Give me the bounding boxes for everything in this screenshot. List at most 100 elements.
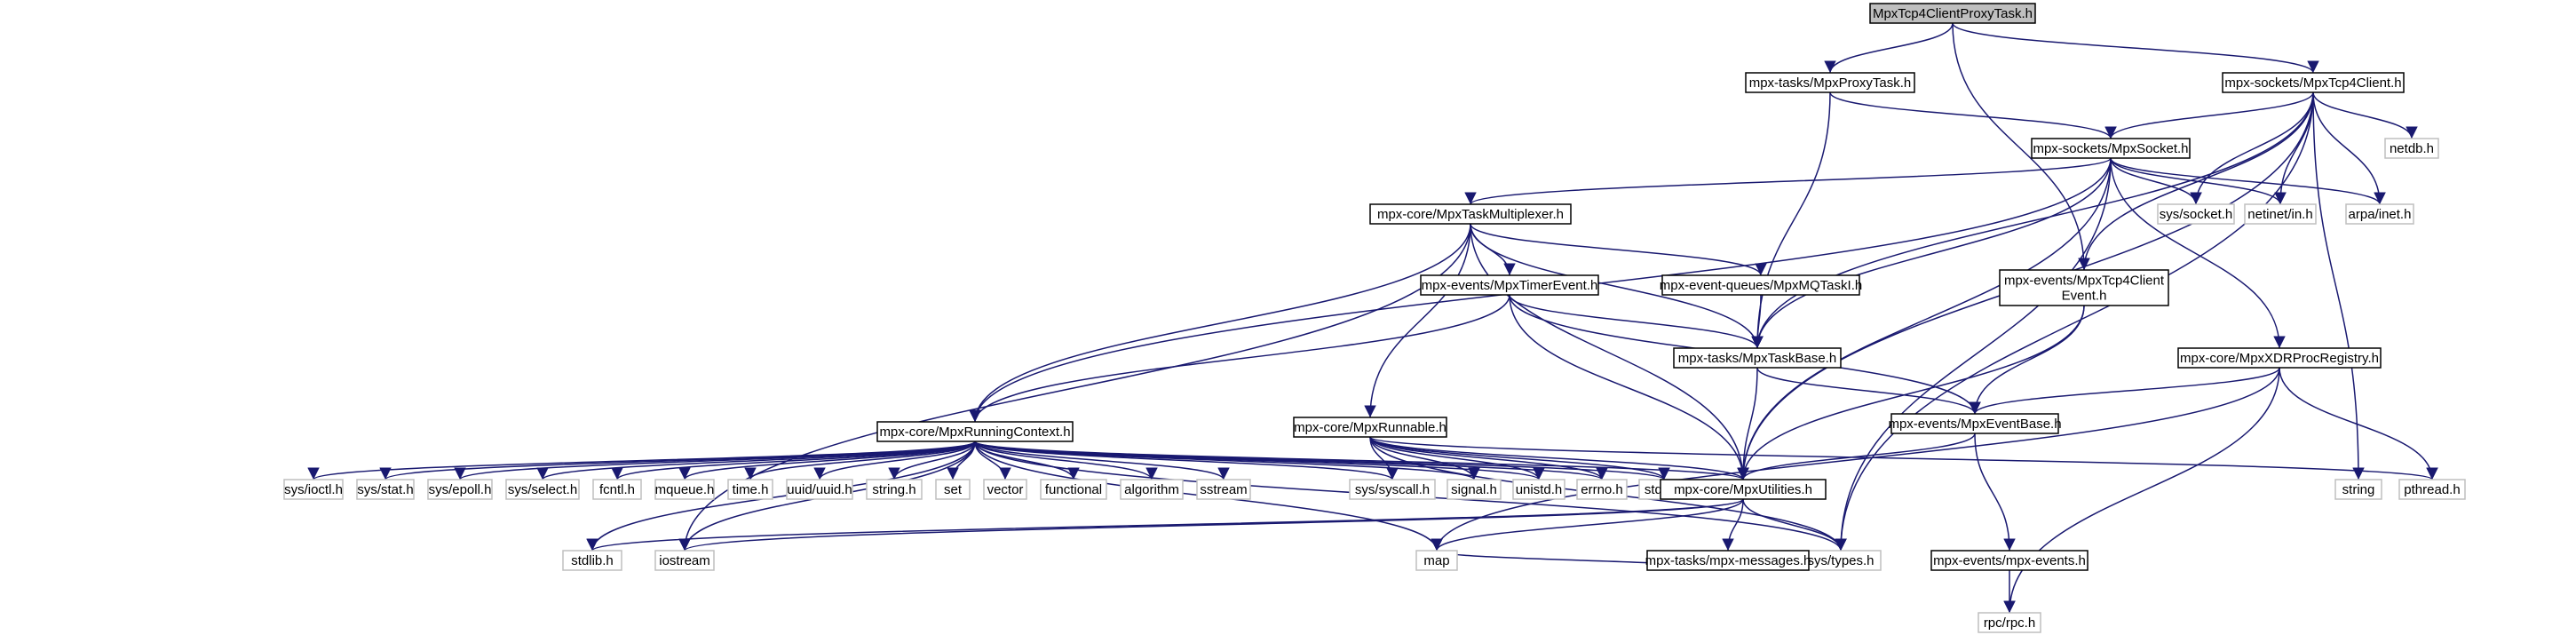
- edge-utilities-to-messages: [1722, 498, 1744, 552]
- edge-taskbase-to-eventbase: [1756, 367, 1981, 415]
- edge-tcp4client-to-taskbase: [1751, 91, 2314, 349]
- node-events[interactable]: mpx-events/mpx-events.h: [1930, 550, 2089, 571]
- node-box: [1646, 550, 1810, 571]
- edge-runningctx-to-stdlib: [586, 441, 976, 552]
- node-sysstat: sys/stat.h: [356, 479, 415, 500]
- node-map: map: [1415, 550, 1458, 571]
- node-label-line-2: Event.h: [2062, 289, 2107, 304]
- node-label: sys/stat.h: [357, 482, 413, 497]
- node-runnable[interactable]: mpx-core/MpxRunnable.h: [1293, 417, 1447, 438]
- node-label: mpx-event-queues/MpxMQTaskI.h: [1660, 278, 1862, 293]
- edge-runnable-to-syssyscall: [1369, 436, 1399, 480]
- edge-runnable-to-utilities: [1369, 436, 1749, 480]
- node-box: [1576, 479, 1628, 500]
- node-label: signal.h: [1451, 482, 1497, 497]
- node-box: [1293, 417, 1447, 438]
- node-socket[interactable]: mpx-sockets/MpxSocket.h: [2031, 138, 2191, 159]
- edge-root-to-tcp4client: [1952, 22, 2319, 74]
- node-label: map: [1423, 553, 1449, 568]
- edge-runningctx-to-sysselect: [536, 441, 976, 480]
- node-mqtaski[interactable]: mpx-event-queues/MpxMQTaskI.h: [1660, 274, 1862, 296]
- node-xdrproc[interactable]: mpx-core/MpxXDRProcRegistry.h: [2177, 347, 2382, 369]
- node-label: arpa/inet.h: [2349, 207, 2412, 222]
- node-label: mpx-events/MpxTimerEvent.h: [1422, 278, 1598, 293]
- node-sstream: sstream: [1196, 479, 1251, 500]
- node-label: mpx-events/mpx-events.h: [1933, 553, 2086, 568]
- node-box: [1512, 479, 1565, 500]
- node-box: [1930, 550, 2089, 571]
- node-systypes: sys/types.h: [1800, 550, 1882, 571]
- node-box: [2031, 138, 2191, 159]
- edge-runningctx-to-sstream: [974, 441, 1230, 480]
- node-taskmux[interactable]: mpx-core/MpxTaskMultiplexer.h: [1369, 203, 1572, 225]
- edge-socket-to-utilities: [1737, 157, 2112, 480]
- node-sysioctl: sys/ioctl.h: [283, 479, 344, 500]
- edge-runningctx-to-uuid: [813, 441, 976, 480]
- edge-socket-to-netinet: [2110, 157, 2287, 205]
- node-iostream: iostream: [654, 550, 715, 571]
- node-label: uuid/uuid.h: [787, 482, 852, 497]
- node-errno: errno.h: [1576, 479, 1628, 500]
- edge-taskmux-to-runningctx: [969, 223, 1471, 423]
- node-runningctx[interactable]: mpx-core/MpxRunningContext.h: [876, 421, 1074, 442]
- node-box: [1420, 274, 1599, 296]
- node-eventbase[interactable]: mpx-events/MpxEventBase.h: [1888, 413, 2062, 434]
- node-proxy[interactable]: mpx-tasks/MpxProxyTask.h: [1745, 72, 1915, 93]
- node-rpc: rpc/rpc.h: [1978, 612, 2041, 633]
- node-vector: vector: [983, 479, 1027, 500]
- node-tcp4client[interactable]: mpx-sockets/MpxTcp4Client.h: [2222, 72, 2405, 93]
- node-root[interactable]: MpxTcp4ClientProxyTask.h: [1869, 3, 2036, 24]
- edge-xdrproc-to-eventbase: [1969, 367, 2280, 415]
- node-label: mpx-events/MpxEventBase.h: [1888, 417, 2061, 432]
- node-box: [654, 479, 715, 500]
- node-label: unistd.h: [1516, 482, 1563, 497]
- node-time: time.h: [727, 479, 773, 500]
- node-label: rpc/rpc.h: [1984, 615, 2035, 631]
- edge-tcp4client-to-netdb: [2312, 91, 2418, 139]
- edge-timerevent-to-runningctx: [969, 294, 1510, 423]
- node-box: [1673, 347, 1842, 369]
- node-messages[interactable]: mpx-tasks/mpx-messages.h: [1645, 550, 1811, 571]
- node-algorithm: algorithm: [1120, 479, 1184, 500]
- edge-xdrproc-to-map: [1431, 367, 2280, 552]
- node-taskbase[interactable]: mpx-tasks/MpxTaskBase.h: [1673, 347, 1842, 369]
- node-box: [562, 550, 622, 571]
- edge-runningctx-to-time: [744, 441, 976, 480]
- node-box: [505, 479, 580, 500]
- edge-socket-to-syssocket: [2110, 157, 2202, 205]
- node-string: string: [2334, 479, 2382, 500]
- node-label: algorithm: [1124, 482, 1179, 497]
- edge-socket-to-systypes: [1835, 157, 2112, 552]
- node-label: netdb.h: [2390, 141, 2434, 156]
- node-box: [1661, 274, 1860, 296]
- edge-eventbase-to-events: [1974, 433, 2016, 552]
- edge-runnable-to-unistd: [1369, 436, 1545, 480]
- edge-runningctx-to-stdio: [974, 441, 1670, 480]
- node-box: [1040, 479, 1107, 500]
- node-label: pthread.h: [2404, 482, 2460, 497]
- node-label: mpx-core/MpxRunningContext.h: [879, 425, 1070, 440]
- edge-runnable-to-errno: [1369, 436, 1608, 480]
- node-box: [356, 479, 415, 500]
- edge-taskmux-to-taskbase: [1470, 223, 1764, 349]
- node-label: mpx-tasks/mpx-messages.h: [1645, 553, 1811, 568]
- edge-xdrproc-to-pthread: [2279, 367, 2438, 480]
- edge-taskmux-to-runnable: [1364, 223, 1471, 418]
- node-label: sys/select.h: [508, 482, 577, 497]
- nodes-layer: MpxTcp4ClientProxyTask.h mpx-tasks/MpxPro…: [283, 3, 2466, 633]
- node-utilities[interactable]: mpx-core/MpxUtilities.h: [1660, 479, 1827, 500]
- node-syssyscall: sys/syscall.h: [1349, 479, 1436, 500]
- edge-timerevent-to-taskbase: [1509, 294, 1764, 349]
- node-label: mpx-core/MpxTaskMultiplexer.h: [1377, 207, 1564, 222]
- node-label: fcntl.h: [599, 482, 635, 497]
- node-label: stdlib.h: [571, 553, 614, 568]
- node-sysepoll: sys/epoll.h: [427, 479, 493, 500]
- node-box: [2177, 347, 2382, 369]
- node-timerevent[interactable]: mpx-events/MpxTimerEvent.h: [1420, 274, 1599, 296]
- node-netdb: netdb.h: [2384, 138, 2439, 159]
- edge-runningctx-to-sysioctl: [307, 441, 976, 480]
- edge-utilities-to-iostream: [678, 498, 1744, 552]
- node-box: [592, 479, 642, 500]
